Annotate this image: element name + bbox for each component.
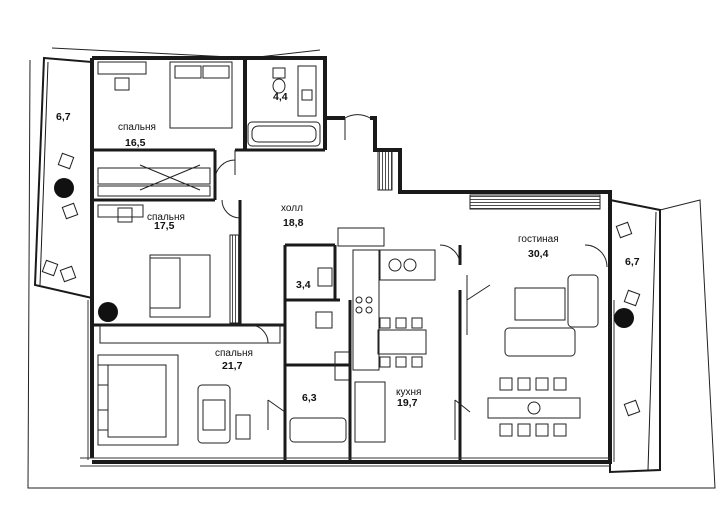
- dining-table-icon: [377, 317, 427, 368]
- bed-icon: [97, 354, 179, 446]
- bathtub-icon: [289, 417, 347, 443]
- armchair-icon: [197, 384, 251, 444]
- shelf-icon: [469, 194, 601, 210]
- toilet-icon: [315, 267, 333, 329]
- sink-icon: [334, 351, 350, 381]
- master-bedroom-area: 21,7: [222, 360, 243, 372]
- bathtub-icon: [247, 121, 321, 147]
- balcony-left-area: 6,7: [56, 111, 71, 123]
- armchair-icon: [41, 152, 641, 417]
- desk-icon: [97, 204, 144, 223]
- living-room-area: 30,4: [528, 248, 549, 260]
- door-swing-icon: [214, 114, 608, 440]
- wardrobe-icon: [229, 234, 241, 324]
- dining-table-icon: [487, 377, 581, 437]
- windows: [80, 300, 615, 467]
- bedroom-top-area: 16,5: [125, 137, 146, 149]
- wardrobe-icon: [97, 164, 211, 197]
- wardrobe-icon: [99, 324, 281, 344]
- bathroom-bottom-area: 6,3: [302, 392, 317, 404]
- master-bedroom-label: спальня: [215, 348, 253, 359]
- balcony-right: [609, 198, 661, 474]
- stove-icon: [337, 227, 436, 371]
- hall-label: холл: [281, 203, 303, 214]
- bathroom-top-area: 4,4: [273, 91, 288, 103]
- inner-walls: [92, 148, 462, 462]
- living-room-label: гостиная: [518, 234, 559, 245]
- desk-icon: [97, 61, 147, 91]
- sofa-icon: [504, 274, 599, 357]
- hall-area: 18,8: [283, 217, 304, 229]
- toilet-icon: [272, 67, 286, 94]
- plant-icon: [54, 178, 634, 328]
- bed-icon: [169, 61, 233, 129]
- wc-area: 3,4: [296, 279, 311, 291]
- kitchen-island-icon: [354, 381, 386, 443]
- bedroom-middle-area: 17,5: [154, 220, 175, 232]
- kitchen-label: кухня: [396, 387, 422, 398]
- sink-icon: [297, 65, 317, 117]
- balcony-right-area: 6,7: [625, 256, 640, 268]
- bed-icon: [149, 254, 211, 318]
- bedroom-middle-label: спальня: [147, 212, 185, 223]
- balcony-left: [33, 56, 93, 300]
- kitchen-area: 19,7: [397, 397, 418, 409]
- bedroom-top-label: спальня: [118, 122, 156, 133]
- shelf-icon: [377, 149, 393, 191]
